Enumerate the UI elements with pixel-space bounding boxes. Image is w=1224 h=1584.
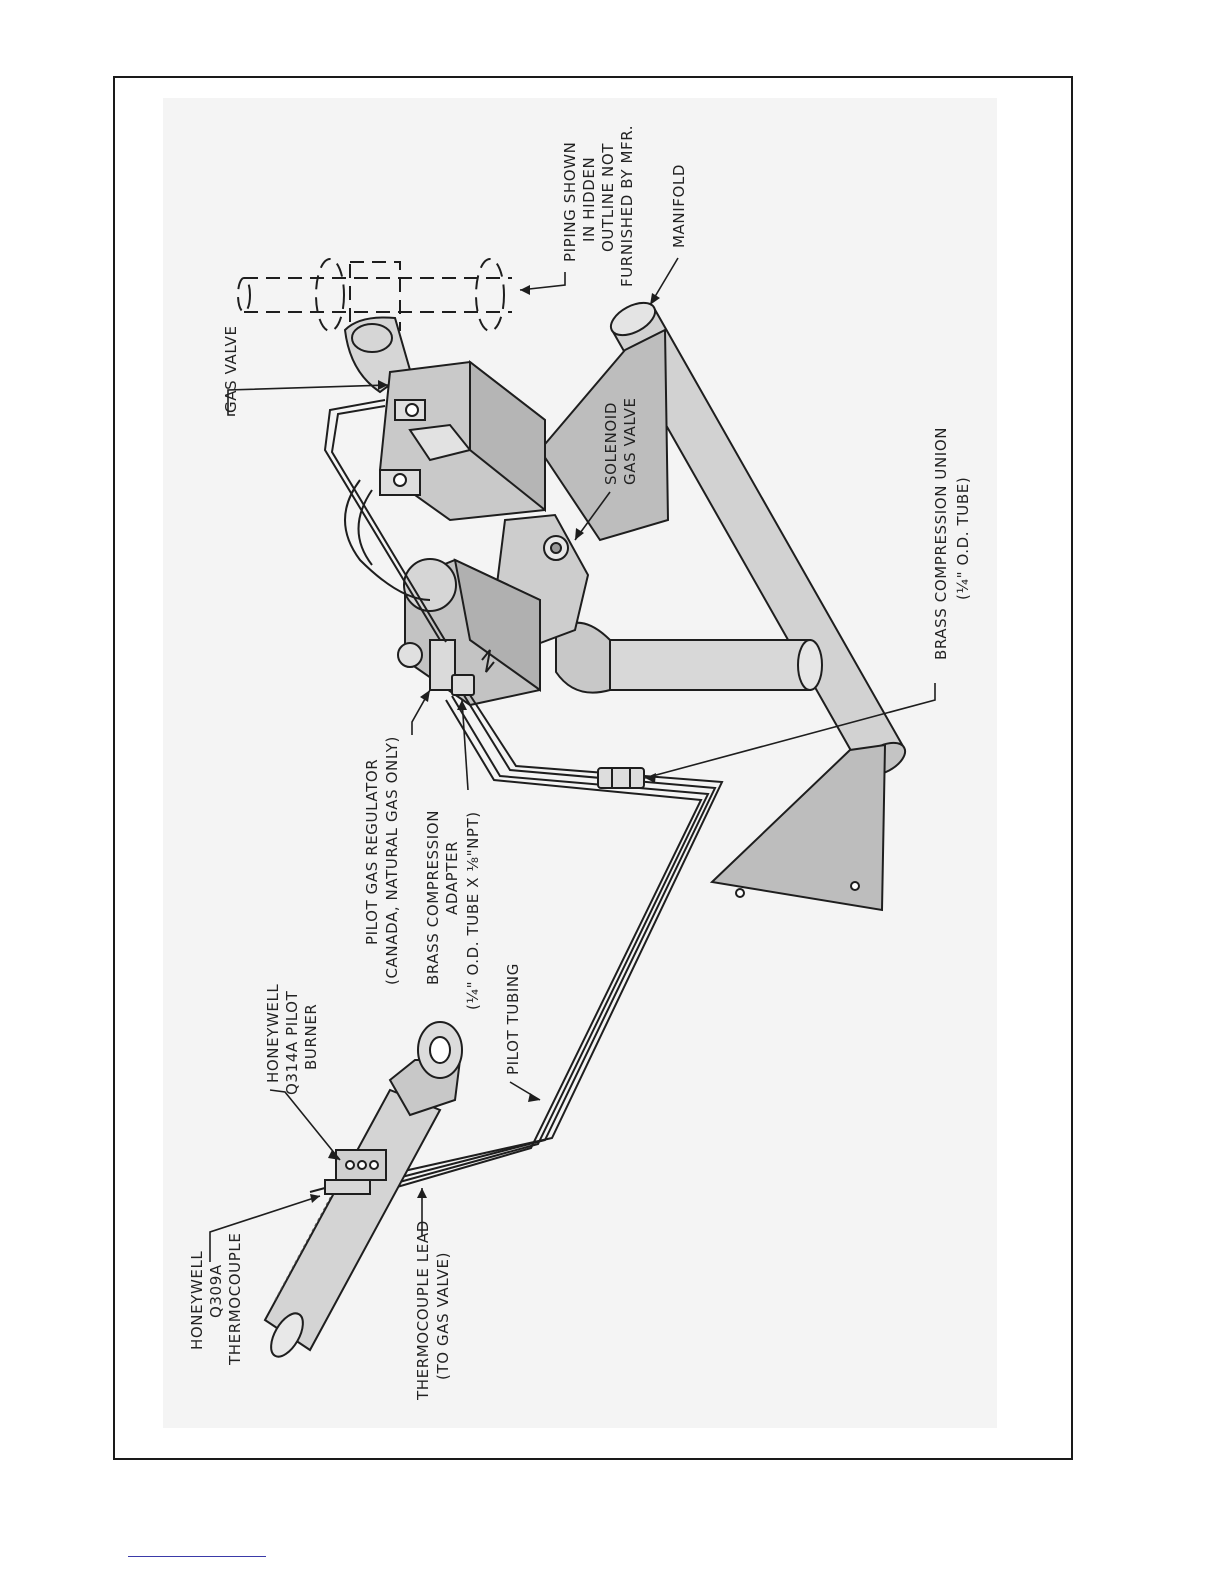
label-burner-line-2: Q314A PILOT (283, 990, 301, 1095)
label-regulator-line-1: PILOT GAS REGULATOR (363, 759, 381, 945)
label-piping-line-3: OUTLINE NOT (599, 143, 617, 252)
label-thermocouple-line-1: HONEYWELL (188, 1251, 206, 1350)
label-burner-line-3: BURNER (302, 1004, 320, 1070)
label-piping-line-4: FURNISHED BY MFR. (618, 125, 636, 287)
label-piping-line-1: PIPING SHOWN (561, 142, 579, 262)
brass-compression-union[interactable] (597, 767, 645, 789)
label-thermocouple-line-3: THERMOCOUPLE (226, 1233, 244, 1366)
label-lead-line-1: THERMOCOUPLE LEAD (414, 1220, 432, 1401)
burner-orifice-fitting (388, 1021, 463, 1117)
label-piping-line-2: IN HIDDEN (580, 157, 598, 242)
label-manifold: MANIFOLD (670, 164, 688, 248)
page-frame (113, 76, 1073, 1460)
label-adapter-line-1: BRASS COMPRESSION (424, 810, 442, 985)
label-burner-line-1: HONEYWELL (264, 984, 282, 1083)
thermocouple[interactable] (309, 1179, 371, 1195)
label-union-line-1: BRASS COMPRESSION UNION (932, 427, 950, 660)
hidden-piping (237, 258, 512, 332)
leader-arrowheads (310, 285, 660, 1203)
pilot-burner[interactable] (335, 1149, 387, 1181)
label-gas-valve: GAS VALVE (222, 325, 240, 413)
footer-rule (128, 1556, 266, 1557)
mounting-bracket-lower (709, 743, 887, 912)
label-lead-line-2: (TO GAS VALVE) (434, 1252, 452, 1380)
label-adapter-line-3: (¼" O.D. TUBE X ⅛"NPT) (464, 811, 482, 1010)
riser-pipe (555, 621, 823, 694)
brass-compression-adapter[interactable] (451, 674, 475, 696)
mounting-bracket-upper (538, 328, 670, 542)
gas-valve-body[interactable] (378, 359, 546, 522)
label-union-line-2: (¼" O.D. TUBE) (954, 477, 972, 600)
label-pilot-tubing: PILOT TUBING (504, 963, 522, 1075)
label-solenoid-line-2: GAS VALVE (621, 397, 639, 485)
label-regulator-line-2: (CANADA, NATURAL GAS ONLY) (383, 736, 401, 985)
label-adapter-line-2: ADAPTER (443, 841, 461, 915)
label-thermocouple-line-2: Q309A (207, 1264, 225, 1318)
pilot-gas-regulator-body[interactable] (397, 558, 541, 707)
pilot-tubing-line[interactable] (379, 691, 724, 1193)
label-solenoid-line-1: SOLENOID (602, 402, 620, 485)
control-tubing (323, 399, 447, 643)
